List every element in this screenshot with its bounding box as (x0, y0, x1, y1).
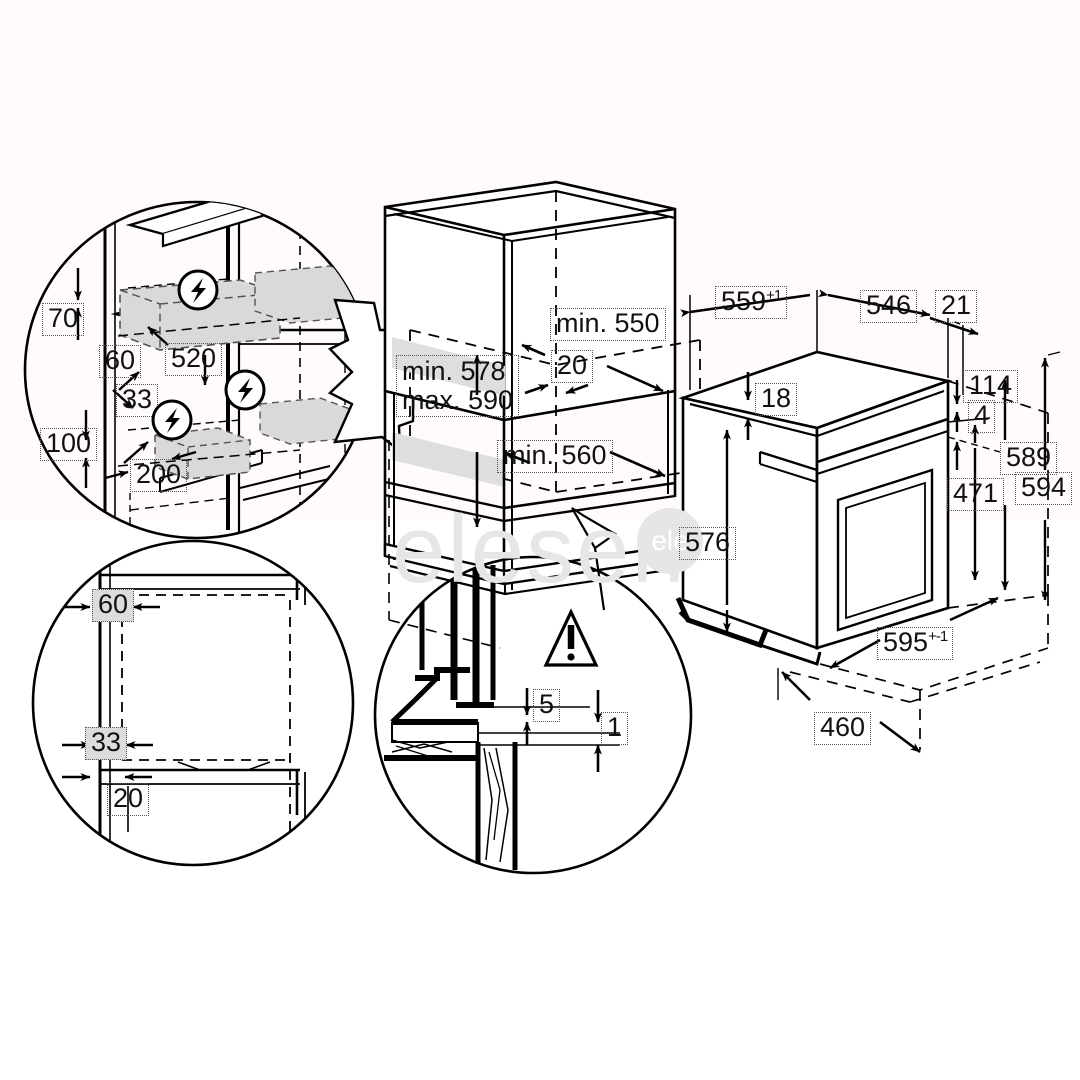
dim-70: 70 (42, 303, 85, 336)
dim-min550: min. 550 (550, 308, 666, 341)
dim-33-top: 33 (116, 384, 159, 417)
warning-triangle-icon (543, 608, 599, 667)
dim-min578: min. 578 (402, 356, 506, 386)
dim-520: 520 (165, 343, 223, 376)
dim-595-tolerance: +-1 (928, 628, 948, 645)
dim-100: 100 (40, 428, 98, 461)
dim-4: 4 (968, 400, 996, 433)
dim-min578-max590: min. 578 max. 590 (396, 355, 520, 418)
detail-circle-bottom-left (31, 539, 355, 867)
dim-5: 5 (533, 689, 561, 722)
dim-1: 1 (601, 712, 629, 745)
detail-circle-bottom-center (373, 555, 693, 875)
dim-559-value: 559 (721, 286, 767, 316)
dim-200: 200 (130, 459, 188, 492)
oven-illustration (675, 289, 1061, 754)
dim-21: 21 (935, 290, 978, 323)
dim-559: 559+1 (715, 286, 788, 319)
dim-60-front: 60 (92, 589, 135, 622)
dim-595: 595+-1 (877, 627, 954, 660)
dim-559-tolerance: +1 (766, 287, 782, 304)
dim-589: 589 (1000, 442, 1058, 475)
dim-20-cabinet: 20 (551, 350, 594, 383)
dim-33-front: 33 (85, 727, 128, 760)
dim-60: 60 (99, 345, 142, 378)
callout-line-worktop (571, 507, 618, 611)
dim-20-front: 20 (107, 783, 150, 816)
dim-max590: max. 590 (402, 384, 514, 415)
dim-18: 18 (755, 383, 798, 416)
dim-min560: min. 560 (497, 440, 613, 473)
dim-576: 576 (679, 527, 737, 560)
dim-114: 114 (963, 370, 1019, 403)
dim-546: 546 (860, 290, 918, 323)
dim-594: 594 (1015, 472, 1073, 505)
dim-471: 471 (947, 478, 1005, 511)
cabinet-niche-illustration (383, 180, 701, 649)
dim-595-value: 595 (883, 627, 929, 657)
dim-460: 460 (814, 712, 872, 745)
